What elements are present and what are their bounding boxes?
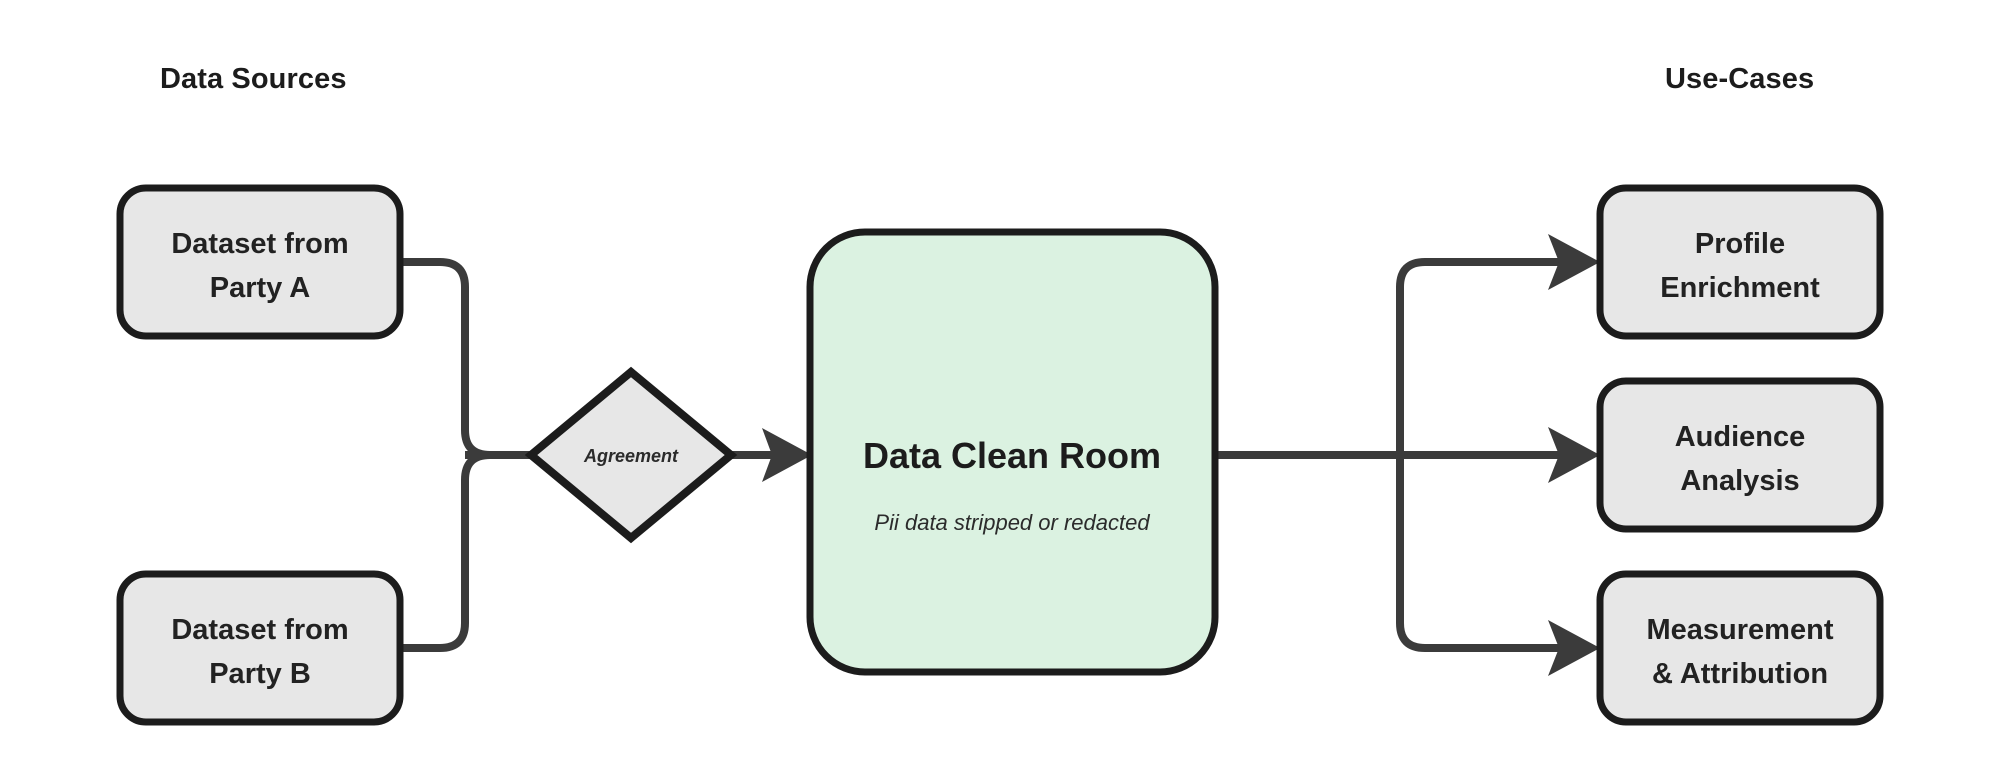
edge-group-gate-to-clean-room — [727, 428, 812, 482]
node-agreement-gate-label: Agreement — [583, 446, 679, 466]
node-data-clean-room-shape[interactable] — [806, 228, 1219, 676]
node-profile-enrichment[interactable]: Profile Enrichment — [1596, 184, 1884, 340]
edge-party-a-to-gate — [400, 258, 491, 459]
node-audience-analysis[interactable]: Audience Analysis — [1596, 377, 1884, 533]
edge-group-clean-room-to-use-cases — [1215, 234, 1600, 676]
node-dataset-party-b-label-line2: Party B — [209, 658, 311, 690]
node-dataset-party-a-label-line2: Party A — [210, 272, 311, 304]
arrowhead-to-profile-enrichment — [1548, 234, 1600, 290]
edge-to-measurement-attribution — [1396, 455, 1565, 652]
node-dataset-party-b-label-line1: Dataset from — [171, 614, 348, 646]
arrowhead-to-audience-analysis — [1548, 427, 1600, 483]
node-measurement-attribution-shape[interactable] — [1596, 570, 1884, 726]
node-profile-enrichment-label-line2: Enrichment — [1660, 272, 1820, 304]
node-agreement-gate[interactable]: Agreement — [524, 366, 738, 544]
node-dataset-party-a[interactable]: Dataset from Party A — [116, 184, 404, 340]
edge-to-profile-enrichment — [1396, 258, 1565, 455]
node-dataset-party-b[interactable]: Dataset from Party B — [116, 570, 404, 726]
node-data-clean-room-title: Data Clean Room — [863, 435, 1161, 476]
edge-party-b-to-gate — [400, 451, 491, 652]
node-profile-enrichment-shape[interactable] — [1596, 184, 1884, 340]
node-data-clean-room[interactable]: Data Clean Room Pii data stripped or red… — [806, 228, 1219, 676]
node-audience-analysis-shape[interactable] — [1596, 377, 1884, 533]
node-profile-enrichment-label-line1: Profile — [1695, 228, 1785, 260]
arrowhead-to-measurement-attribution — [1548, 620, 1600, 676]
node-measurement-attribution-label-line1: Measurement — [1647, 614, 1834, 646]
node-measurement-attribution[interactable]: Measurement & Attribution — [1596, 570, 1884, 726]
node-audience-analysis-label-line1: Audience — [1675, 421, 1806, 453]
node-dataset-party-b-shape[interactable] — [116, 570, 404, 726]
column-header-data-sources: Data Sources — [160, 63, 347, 95]
node-measurement-attribution-label-line2: & Attribution — [1652, 658, 1828, 690]
node-data-clean-room-subtitle: Pii data stripped or redacted — [874, 510, 1150, 535]
arrowhead-to-clean-room — [762, 428, 812, 482]
column-header-use-cases: Use-Cases — [1665, 63, 1814, 95]
node-agreement-gate-shape[interactable] — [524, 366, 738, 544]
node-audience-analysis-label-line2: Analysis — [1680, 465, 1799, 497]
node-dataset-party-a-shape[interactable] — [116, 184, 404, 340]
node-dataset-party-a-label-line1: Dataset from — [171, 228, 348, 260]
